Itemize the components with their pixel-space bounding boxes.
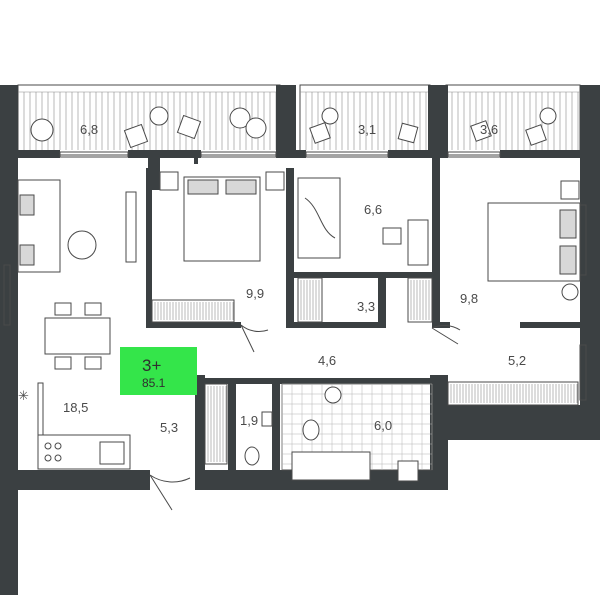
badge-background xyxy=(120,347,197,395)
doors xyxy=(149,324,461,511)
bed-right xyxy=(487,180,581,301)
room-labels: 6,8 3,1 3,6 18,5 9,9 6,6 3,3 9,8 4,6 5,2… xyxy=(63,122,526,435)
wardrobes xyxy=(151,277,579,465)
washbasin xyxy=(397,460,419,482)
fan-icon: ✳ xyxy=(18,388,29,403)
apartment-badge: 3+ 85.1 xyxy=(120,347,197,395)
balcony-chair xyxy=(470,120,492,142)
walls xyxy=(0,85,600,595)
tv-stand xyxy=(125,191,137,263)
balconies xyxy=(17,84,581,156)
toilet-area: 1,9 xyxy=(240,413,258,428)
dining-set xyxy=(44,302,111,370)
wardrobe-area: 3,3 xyxy=(357,299,375,314)
plant-icon xyxy=(245,117,267,139)
wardrobe-hatch-bedroom xyxy=(154,302,234,320)
balcony-chair xyxy=(525,124,547,146)
wardrobe-hatch-corridor xyxy=(450,384,578,403)
balcony-decking xyxy=(18,91,580,150)
corridor-right-area: 5,2 xyxy=(508,353,526,368)
furniture: ✳ xyxy=(17,106,581,482)
living-kitchen-area: 18,5 xyxy=(63,400,88,415)
balcony-left-area: 6,8 xyxy=(80,122,98,137)
sofa xyxy=(17,179,61,273)
bathroom-top-area: 6,6 xyxy=(364,202,382,217)
wc-basin xyxy=(261,411,273,427)
balcony-middle-area: 3,1 xyxy=(358,122,376,137)
sink-counter xyxy=(407,219,429,266)
balcony-table-left xyxy=(149,106,169,126)
balcony-chair xyxy=(397,122,419,144)
bathroom-bottom-area: 6,0 xyxy=(374,418,392,433)
bathtub-top xyxy=(297,177,341,259)
balcony-table-middle xyxy=(321,107,339,125)
bathtub-bottom xyxy=(291,451,371,481)
kitchen-counter xyxy=(37,382,131,470)
hall-area: 4,6 xyxy=(318,353,336,368)
balcony-table-right xyxy=(539,107,557,125)
windows xyxy=(3,151,587,401)
bedroom-right-area: 9,8 xyxy=(460,291,478,306)
plant-icon xyxy=(30,118,54,142)
balcony-chair xyxy=(176,114,202,140)
bed-center xyxy=(159,171,285,262)
wardrobe-hatch-closet xyxy=(300,280,430,320)
coffee-table xyxy=(67,230,97,260)
bedroom-center-area: 9,9 xyxy=(246,286,264,301)
drain-icon xyxy=(324,386,342,404)
balcony-right-area: 3,6 xyxy=(480,122,498,137)
balcony-chair xyxy=(309,122,331,144)
toilet-wc-icon xyxy=(244,446,260,466)
toilet-bathroom-icon xyxy=(302,419,320,441)
wardrobe-hatch-entrance xyxy=(207,386,227,462)
chair xyxy=(382,227,402,245)
room-count: 3+ xyxy=(142,356,161,375)
plant-icon xyxy=(229,107,251,129)
total-area: 85.1 xyxy=(142,376,166,390)
balcony-chair xyxy=(123,123,149,149)
entrance-area: 5,3 xyxy=(160,420,178,435)
